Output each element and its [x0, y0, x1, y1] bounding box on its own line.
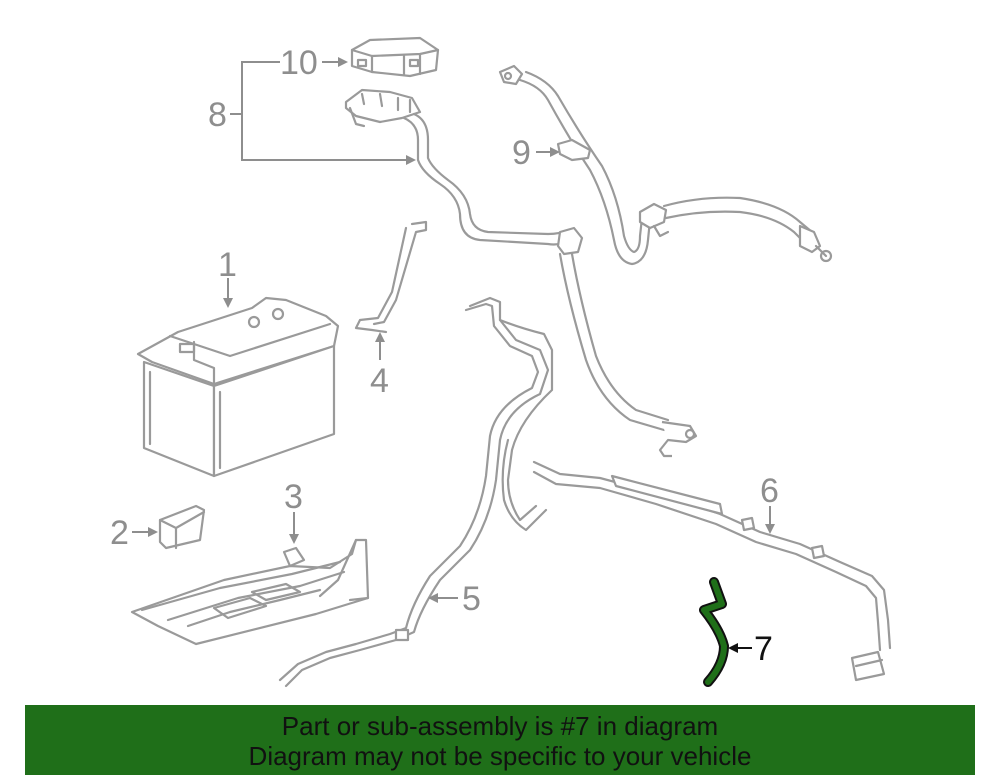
part-2-insulator[interactable]	[158, 504, 206, 550]
banner-line-1: Part or sub-assembly is #7 in diagram	[281, 711, 719, 741]
part-6-wiring-harness[interactable]	[532, 460, 892, 682]
callout-8: 8	[208, 96, 227, 134]
parts-diagram: 10 8 9 1 4 2 3 5 6 7	[110, 36, 892, 688]
banner-line-2: Diagram may not be specific to your vehi…	[248, 741, 752, 771]
part-8-positive-cable[interactable]	[344, 88, 698, 458]
callout-5: 5	[462, 580, 481, 618]
callout-3: 3	[284, 478, 303, 516]
part-5-harness-cable[interactable]	[278, 296, 554, 688]
part-7-battery-cable-highlighted[interactable]	[699, 577, 729, 687]
callout-2: 2	[110, 514, 129, 552]
part-1-battery[interactable]	[136, 296, 340, 478]
callout-10: 10	[280, 44, 318, 82]
part-4-hold-down-bracket[interactable]	[354, 220, 428, 334]
callout-7: 7	[754, 630, 773, 668]
callout-6: 6	[760, 472, 779, 510]
part-9-negative-cable[interactable]	[498, 64, 833, 266]
callout-1: 1	[218, 246, 237, 284]
callout-4: 4	[370, 362, 389, 400]
callout-9: 9	[512, 134, 531, 172]
part-10-fuse-block-cover[interactable]	[350, 36, 440, 78]
part-3-battery-tray[interactable]	[130, 538, 370, 646]
info-banner: Part or sub-assembly is #7 in diagram Di…	[25, 705, 975, 775]
